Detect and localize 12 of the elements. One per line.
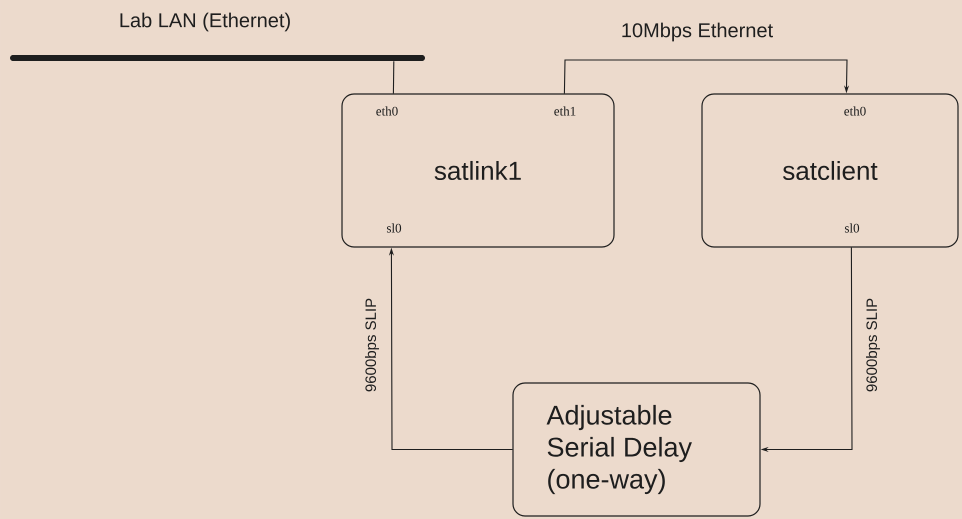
delay-box: Adjustable Serial Delay (one-way) bbox=[512, 382, 761, 517]
port-label: sl0 bbox=[844, 223, 860, 233]
port-label: eth0 bbox=[844, 106, 866, 116]
connector bbox=[564, 59, 850, 94]
edge-label: 10Mbps Ethernet bbox=[620, 22, 774, 42]
port-label: eth0 bbox=[376, 106, 398, 116]
connector bbox=[392, 61, 394, 94]
port-label: sl0 bbox=[386, 223, 402, 233]
port-label: eth1 bbox=[554, 106, 576, 116]
edge-label: 9600bps SLIP bbox=[364, 296, 380, 394]
bar-label: Lab LAN (Ethernet) bbox=[120, 12, 290, 32]
edge-label: 9600bps SLIP bbox=[865, 296, 881, 394]
